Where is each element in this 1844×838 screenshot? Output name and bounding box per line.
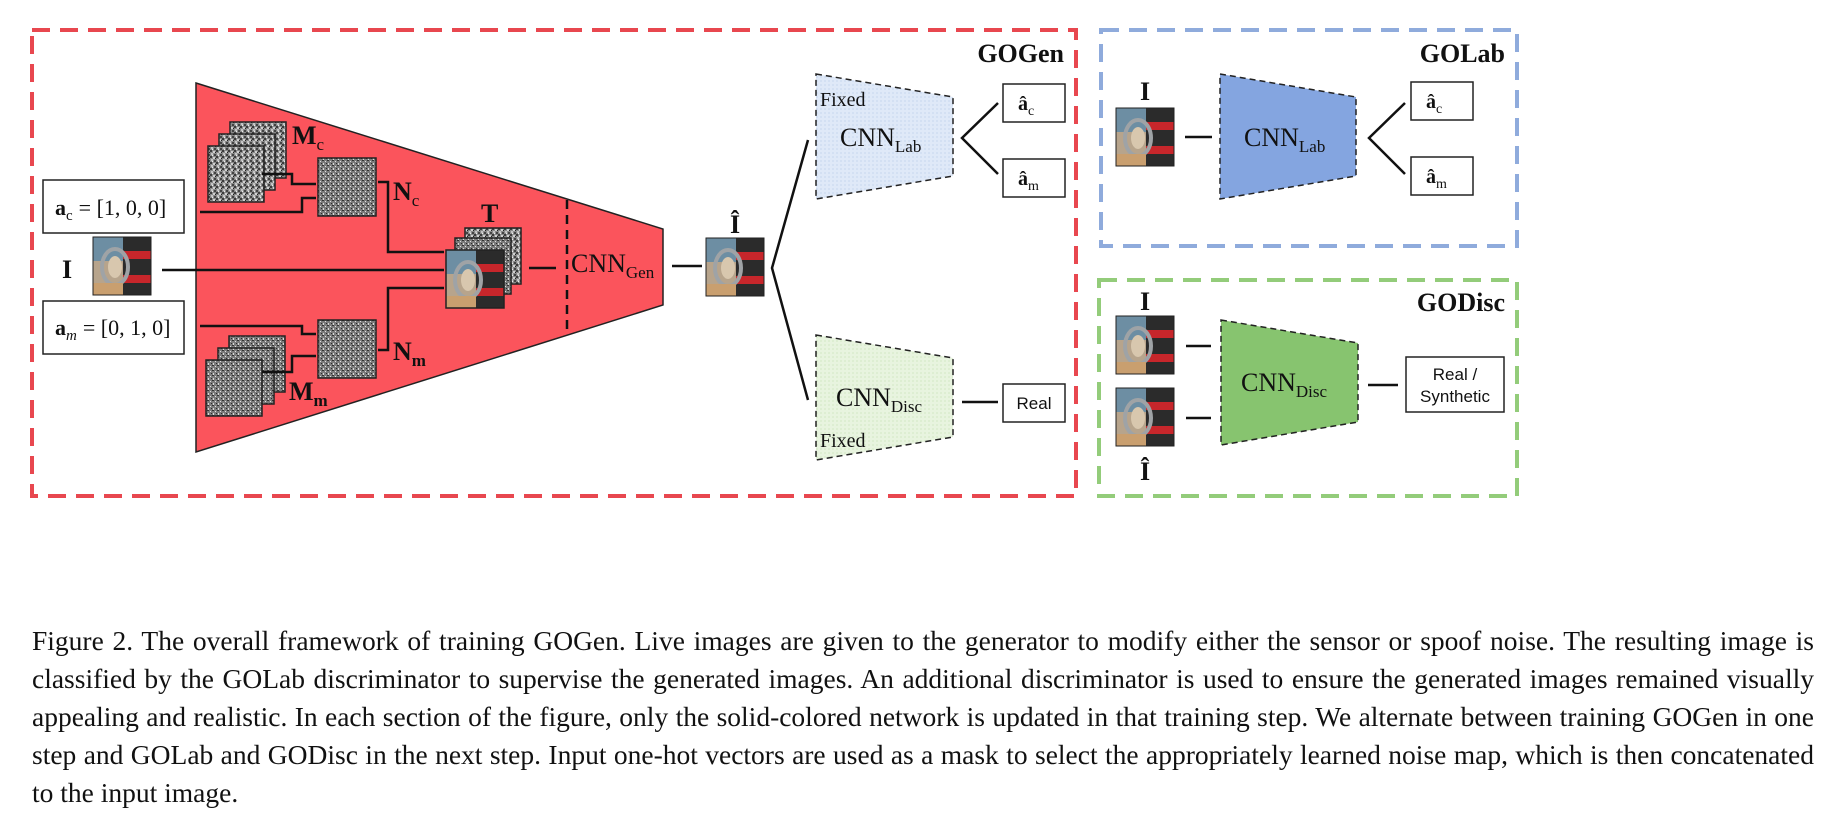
output-branch <box>770 139 810 401</box>
noise-map-nc <box>317 157 377 217</box>
godisc-title: GODisc <box>1417 288 1505 317</box>
gogen-disc-fixed-label: Fixed <box>820 430 866 452</box>
generated-label: Î <box>730 210 740 239</box>
godisc-out-line2: Synthetic <box>1420 387 1490 406</box>
golab-input-image <box>1114 106 1176 168</box>
generator-body <box>195 81 664 454</box>
godisc-input-generated-image <box>1114 386 1176 448</box>
gogen-cnn-disc-label: CNNDisc <box>836 383 923 416</box>
gogen-out-real-box <box>1002 383 1066 423</box>
nc-label: Nc <box>393 177 420 210</box>
nm-label: Nm <box>393 337 426 370</box>
vector-ac: ac= [1, 0, 0] <box>55 195 166 224</box>
godisc-out-line1: Real / <box>1433 365 1478 384</box>
noise-stack-mc <box>207 121 287 203</box>
gogen-cnn-lab-fixed <box>815 73 954 200</box>
figure-caption: Figure 2. The overall framework of train… <box>32 625 1814 808</box>
golab-cnn-lab <box>1219 73 1357 200</box>
golab-title: GOLab <box>1420 39 1505 68</box>
framework-diagram: GOGen GOLab GODisc CNNGen Mc Nc Mm Nm T <box>30 28 1519 498</box>
godisc-out-box <box>1405 356 1505 413</box>
gogen-cnn-lab-label: CNNLab <box>840 123 921 156</box>
vector-am-box <box>42 300 185 355</box>
golab-cnn-lab-label: CNNLab <box>1244 123 1325 156</box>
godisc-section-border <box>1097 278 1519 498</box>
input-label: I <box>62 255 72 284</box>
cnn-gen-label: CNNGen <box>571 249 655 282</box>
generator-connectors <box>162 172 556 374</box>
gogen-out-ac-box <box>1002 83 1066 123</box>
mm-label: Mm <box>289 377 328 410</box>
gogen-out-am-box <box>1002 158 1066 198</box>
gogen-section-border <box>30 28 1078 498</box>
vector-am: am= [0, 1, 0] <box>55 315 170 344</box>
godisc-input-bottom-label: Î <box>1140 457 1150 486</box>
golab-out-ac: âc <box>1426 91 1442 117</box>
noise-stack-mm <box>205 335 286 417</box>
golab-out-ac-box <box>1410 81 1474 121</box>
godisc-cnn-disc-label: CNNDisc <box>1241 368 1328 401</box>
gogen-out-real: Real <box>1017 394 1052 413</box>
golab-section-border <box>1099 28 1519 248</box>
golab-out-am: âm <box>1426 166 1447 192</box>
golab-input-label: I <box>1140 77 1150 106</box>
gogen-title: GOGen <box>977 39 1064 68</box>
golab-out-am-box <box>1410 156 1474 196</box>
generated-image <box>704 236 766 298</box>
concat-stack-t <box>444 227 522 310</box>
gogen-out-am: âm <box>1018 168 1039 194</box>
godisc-input-top-label: I <box>1140 287 1150 316</box>
vector-ac-box <box>42 179 185 234</box>
gogen-out-ac: âc <box>1018 93 1034 119</box>
godisc-cnn-disc <box>1220 319 1359 446</box>
noise-map-nm <box>317 319 377 379</box>
gogen-lab-fixed-label: Fixed <box>820 89 866 111</box>
godisc-input-real-image <box>1114 314 1176 376</box>
mc-label: Mc <box>292 121 325 154</box>
input-image <box>91 235 153 297</box>
t-label: T <box>481 199 498 228</box>
gogen-cnn-disc-fixed <box>815 334 954 461</box>
